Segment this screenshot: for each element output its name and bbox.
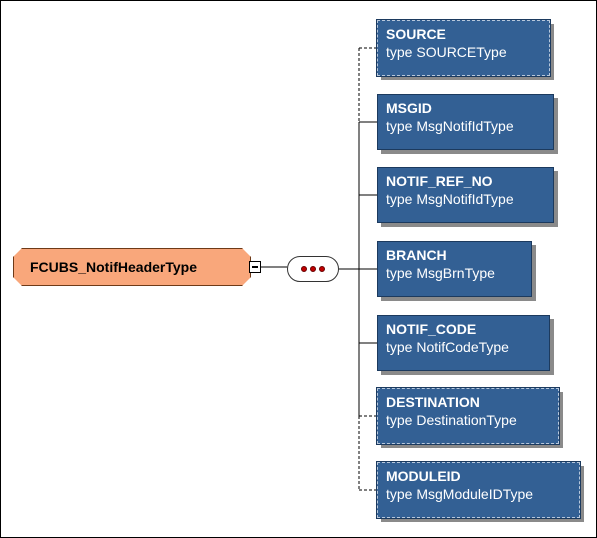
element-type: type MsgNotifIdType [386, 118, 514, 134]
element-name: NOTIF_CODE [386, 321, 477, 337]
element-branch[interactable]: BRANCH type MsgBrnType [377, 241, 532, 297]
element-type: type SOURCEType [386, 44, 507, 60]
element-moduleid[interactable]: MODULEID type MsgModuleIDType [376, 461, 581, 519]
element-notif-ref-no[interactable]: NOTIF_REF_NO type MsgNotifIdType [377, 167, 554, 223]
element-type: type DestinationType [386, 412, 517, 428]
element-name: NOTIF_REF_NO [386, 173, 493, 189]
collapse-icon[interactable] [249, 261, 261, 273]
element-name: SOURCE [386, 26, 446, 42]
root-complex-type[interactable]: FCUBS_NotifHeaderType [13, 248, 251, 286]
element-name: BRANCH [386, 247, 447, 263]
sequence-dot [301, 266, 307, 272]
element-source[interactable]: SOURCE type SOURCEType [376, 19, 551, 77]
sequence-dot [319, 266, 325, 272]
sequence-icon[interactable] [287, 256, 339, 282]
element-type: type MsgNotifIdType [386, 191, 514, 207]
element-notif-code[interactable]: NOTIF_CODE type NotifCodeType [377, 315, 550, 371]
element-name: MODULEID [386, 468, 461, 484]
element-destination[interactable]: DESTINATION type DestinationType [376, 387, 560, 445]
element-name: MSGID [386, 100, 432, 116]
sequence-dot [310, 266, 316, 272]
element-type: type MsgModuleIDType [386, 486, 534, 502]
element-type: type NotifCodeType [386, 339, 509, 355]
branch-lines [358, 47, 377, 491]
root-type-name: FCUBS_NotifHeaderType [30, 259, 197, 275]
element-type: type MsgBrnType [386, 265, 495, 281]
element-name: DESTINATION [386, 394, 480, 410]
element-msgid[interactable]: MSGID type MsgNotifIdType [377, 94, 554, 150]
